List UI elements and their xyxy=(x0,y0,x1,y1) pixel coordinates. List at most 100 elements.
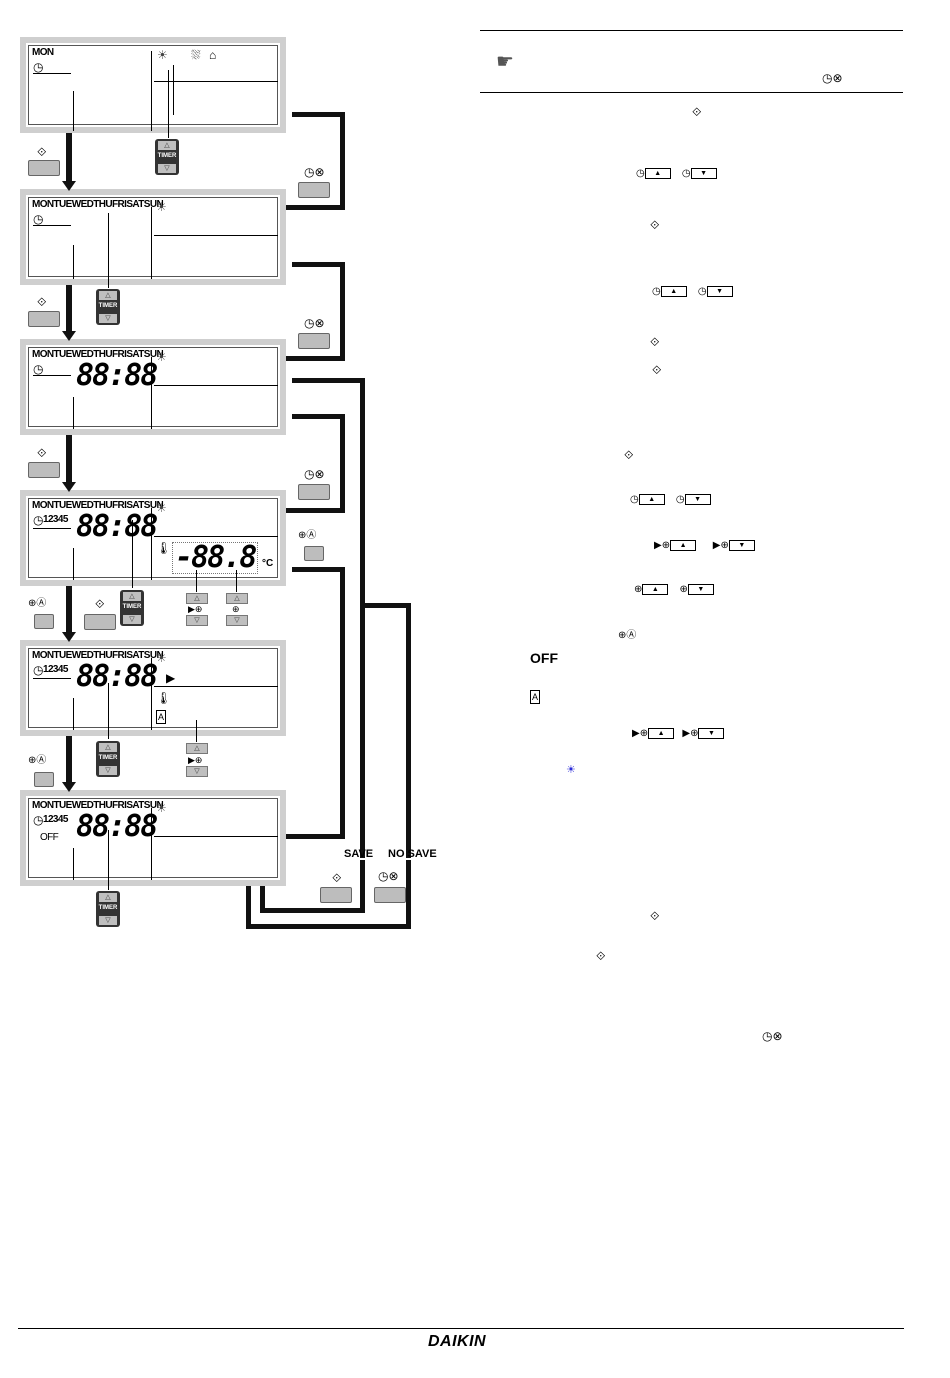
time-display: 88:88 xyxy=(76,659,158,694)
enter-button[interactable] xyxy=(28,160,60,176)
sequence-number: 12345 xyxy=(43,514,68,525)
enter-button[interactable] xyxy=(84,614,116,630)
timer-remote[interactable]: △ TIMER ▽ xyxy=(96,891,120,927)
clock-cancel-icon: ◷⊗ xyxy=(378,869,399,883)
thermo-up-key: ⊕▲ ⊕▼ xyxy=(634,584,714,595)
timer-remote[interactable]: △ TIMER ▽ xyxy=(155,139,179,175)
clock-icon: ◷ xyxy=(33,362,44,376)
enter-arrow-icon: ⟐ xyxy=(95,597,105,611)
off-text: OFF xyxy=(530,650,558,666)
clock-icon: ◷ xyxy=(33,212,44,226)
enter-arrow-icon: ⟐ xyxy=(650,909,660,923)
enter-arrow-icon: ⟐ xyxy=(37,446,47,460)
week-days-label: MONTUEWEDTHUFRISATSUN xyxy=(32,199,164,210)
week-days-label: MONTUEWEDTHUFRISATSUN xyxy=(32,349,164,360)
play-thermo-icon: ▶⊕ xyxy=(188,604,203,614)
cancel-button[interactable] xyxy=(298,333,330,349)
temperature-display: -88.8 xyxy=(172,542,259,574)
weather-icon: ⛆ xyxy=(191,48,201,62)
enter-arrow-icon: ⟐ xyxy=(652,363,662,377)
enter-arrow-icon: ⟐ xyxy=(624,448,634,462)
sun-icon: ☀ xyxy=(156,501,167,515)
cancel-button[interactable] xyxy=(298,182,330,198)
sun-icon: ☀ xyxy=(156,651,167,665)
clock-icon: ◷ xyxy=(33,813,44,827)
time-display: 88:88 xyxy=(76,358,158,393)
play-icon: ▶ xyxy=(166,671,176,685)
clock-icon: ◷ xyxy=(33,513,44,527)
clock-cancel-icon: ◷⊗ xyxy=(304,467,325,481)
up-key[interactable]: △ xyxy=(186,743,208,754)
top-rule xyxy=(480,30,903,31)
no-save-cancel-button[interactable] xyxy=(374,887,406,903)
note-rule xyxy=(480,92,903,93)
down-key[interactable]: ▽ xyxy=(186,615,208,626)
up-key[interactable]: △ xyxy=(226,593,248,604)
enter-arrow-icon: ⟐ xyxy=(332,871,342,885)
clock-cancel-icon: ◷⊗ xyxy=(304,316,325,330)
thermostat-auto-button[interactable] xyxy=(34,772,54,787)
hand-pointer-icon: ☛ xyxy=(496,51,514,73)
lcd-screen-4: MONTUEWEDTHUFRISATSUN ☀ ◷ 12345 88:88 🌡 … xyxy=(20,490,286,586)
enter-arrow-icon: ⟐ xyxy=(596,949,606,963)
week-days-label: MONTUEWEDTHUFRISATSUN xyxy=(32,650,164,661)
thermostat-auto-icon: ⊕Ⓐ xyxy=(618,630,637,641)
thermostat-auto-icon: ⊕Ⓐ xyxy=(28,755,47,766)
week-days-label: MONTUEWEDTHUFRISATSUN xyxy=(32,500,164,511)
sequence-number: 12345 xyxy=(43,664,68,675)
lcd-screen-6: MONTUEWEDTHUFRISATSUN ☀ ◷ 12345 OFF 88:8… xyxy=(20,790,286,886)
lcd-screen-1: MON ◷ ☀ ⛆ ⌂ xyxy=(20,37,286,133)
enter-arrow-icon: ⟐ xyxy=(37,295,47,309)
temperature-unit: °C xyxy=(262,558,274,569)
week-days-label: MONTUEWEDTHUFRISATSUN xyxy=(32,800,164,811)
footer-rule xyxy=(18,1328,904,1329)
sun-icon: ☀ xyxy=(566,764,576,776)
up-key[interactable]: △ xyxy=(186,593,208,604)
enter-arrow-icon: ⟐ xyxy=(650,335,660,349)
sun-icon: ☀ xyxy=(156,350,167,364)
clock-icon: ◷ xyxy=(33,663,44,677)
timer-remote[interactable]: △ TIMER ▽ xyxy=(96,289,120,325)
enter-arrow-icon: ⟐ xyxy=(37,145,47,159)
play-thermo-up-key: ▶⊕▲ ▶⊕▼ xyxy=(632,728,725,739)
enter-button[interactable] xyxy=(28,311,60,327)
save-enter-button[interactable] xyxy=(320,887,352,903)
time-display: 88:88 xyxy=(76,809,158,844)
enter-button[interactable] xyxy=(28,462,60,478)
off-display: OFF xyxy=(40,832,59,843)
play-thermo-icon: ▶⊕ xyxy=(188,755,203,765)
thermostat-auto-button[interactable] xyxy=(304,546,324,561)
timer-remote[interactable]: △ TIMER ▽ xyxy=(96,741,120,777)
down-key[interactable]: ▽ xyxy=(186,766,208,777)
lcd-screen-5: MONTUEWEDTHUFRISATSUN ☀ ◷ 12345 88:88 ▶ … xyxy=(20,640,286,736)
thermometer-icon: 🌡 xyxy=(156,691,172,705)
sun-icon: ☀ xyxy=(156,200,167,214)
time-display: 88:88 xyxy=(76,509,158,544)
thermostat-auto-button[interactable] xyxy=(34,614,54,629)
lcd-screen-2: MONTUEWEDTHUFRISATSUN ☀ ◷ xyxy=(20,189,286,285)
lcd-screen-3: MONTUEWEDTHUFRISATSUN ☀ ◷ 88:88 xyxy=(20,339,286,435)
auto-icon: A xyxy=(530,690,541,704)
thermostat-auto-icon: ⊕Ⓐ xyxy=(298,530,317,541)
auto-icon: A xyxy=(156,710,167,724)
cancel-button[interactable] xyxy=(298,484,330,500)
daikin-logo: DAIKIN xyxy=(428,1333,487,1350)
thermo-icon: ⊕ xyxy=(232,604,240,614)
save-label: SAVE xyxy=(344,848,374,860)
sequence-number: 12345 xyxy=(43,814,68,825)
home-icon: ⌂ xyxy=(209,48,217,62)
timer-remote[interactable]: △ TIMER ▽ xyxy=(120,590,144,626)
thermometer-icon: 🌡 xyxy=(156,541,172,555)
play-thermo-up-key: ▶⊕▲ ▶⊕▼ xyxy=(654,540,755,551)
enter-arrow-icon: ⟐ xyxy=(650,218,660,232)
clock-cancel-icon: ◷⊗ xyxy=(762,1029,783,1043)
down-key[interactable]: ▽ xyxy=(226,615,248,626)
clock-up-key: ◷▲ ◷▼ xyxy=(636,168,717,179)
enter-arrow-icon: ⟐ xyxy=(692,105,702,119)
clock-cancel-icon: ◷⊗ xyxy=(822,71,843,85)
clock-up-key: ◷▲ ◷▼ xyxy=(630,494,711,505)
clock-icon: ◷ xyxy=(33,60,44,74)
day-label-mon: MON xyxy=(32,47,54,58)
clock-cancel-icon: ◷⊗ xyxy=(304,165,325,179)
sun-icon: ☀ xyxy=(156,801,167,815)
